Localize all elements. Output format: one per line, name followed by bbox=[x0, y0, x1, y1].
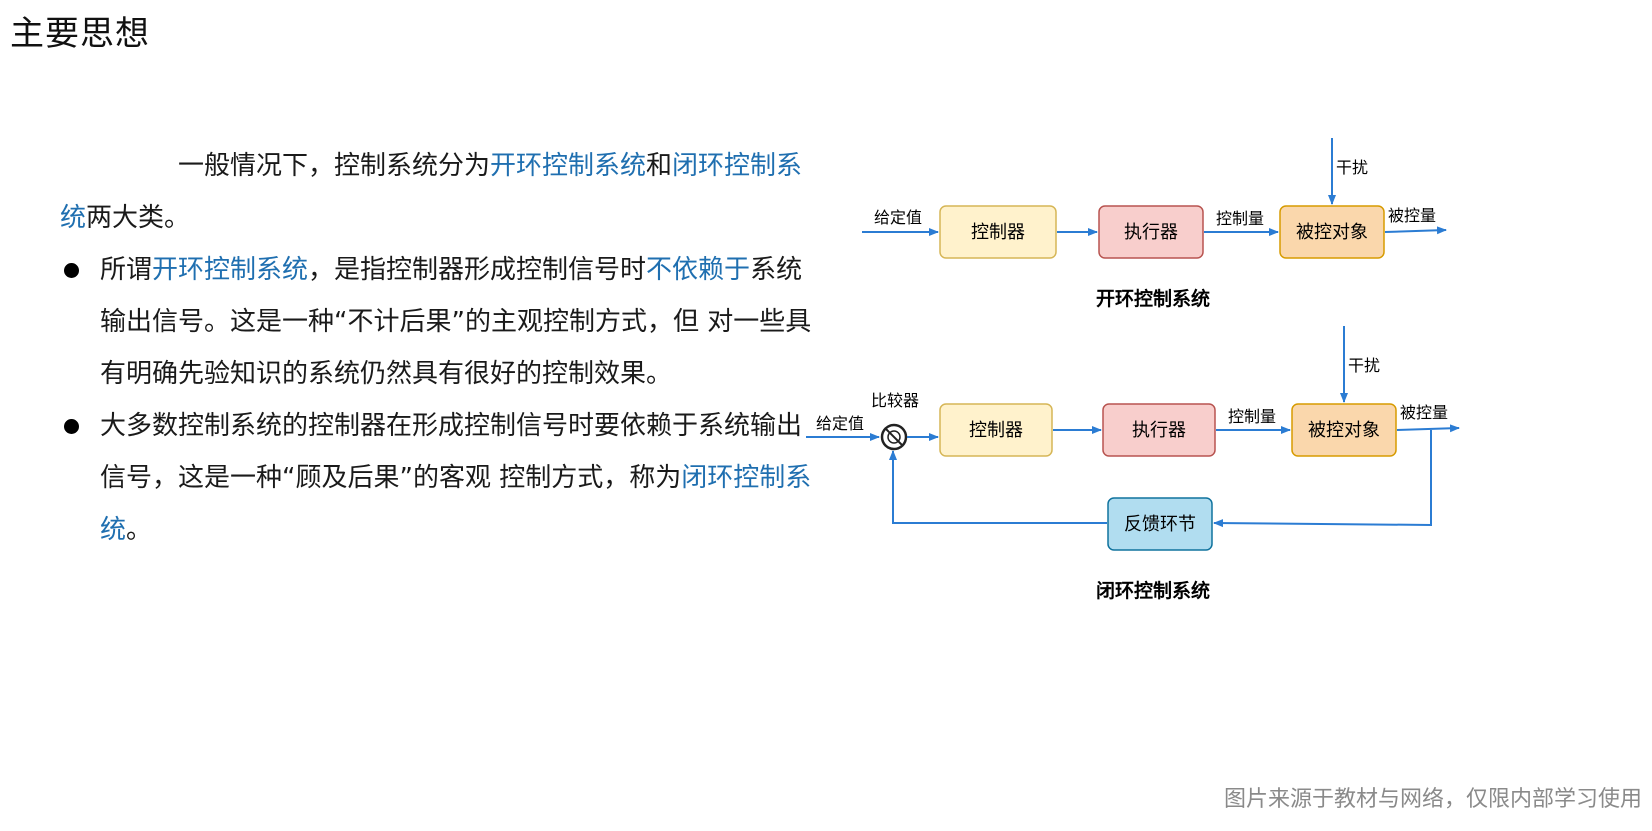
closed-output-label: 被控量 bbox=[1400, 403, 1448, 422]
text-run: 一般情况下，控制系统分为 bbox=[178, 151, 491, 181]
page-title: 主要思想 bbox=[10, 14, 150, 54]
bullet-closed-loop: 大多数控制系统的控制器在形成控制信号时要依赖于系统输出信号，这是一种“顾及后果”… bbox=[60, 400, 820, 556]
footer-note: 图片来源于教材与网络，仅限内部学习使用 bbox=[1223, 787, 1642, 812]
open-control-var-label: 控制量 bbox=[1216, 209, 1264, 228]
open-plant-label: 被控对象 bbox=[1296, 222, 1368, 243]
highlighted-term: 不依赖于 bbox=[646, 255, 751, 285]
text-run: 和 bbox=[646, 151, 673, 181]
open-output-arrow bbox=[1384, 226, 1447, 235]
feedback-label: 反馈环节 bbox=[1124, 514, 1196, 535]
open-disturbance-label: 干扰 bbox=[1336, 158, 1368, 177]
closed-control-var-label: 控制量 bbox=[1228, 407, 1276, 426]
closed-disturbance-label: 干扰 bbox=[1348, 356, 1380, 375]
main-text: 一般情况下，控制系统分为开环控制系统和闭环控制系统两大类。 所谓开环控制系统，是… bbox=[60, 140, 820, 556]
feedback-to-comparator-arrow bbox=[889, 450, 1107, 524]
open-actuator-block bbox=[1098, 205, 1204, 259]
open-loop-caption: 开环控制系统 bbox=[1096, 287, 1210, 310]
text-run: 系统输出信号。这是一种“不计后果”的主观控制方式，但 对一些具有明确先验知识的系… bbox=[100, 255, 812, 389]
text-run: ，是指控制器形成控制信号时 bbox=[308, 255, 647, 285]
closed-output-arrow bbox=[1396, 424, 1460, 433]
comparator-icon bbox=[880, 423, 908, 451]
highlighted-term: 闭环控制系统 bbox=[100, 463, 812, 545]
bullet-dot-icon bbox=[64, 419, 79, 434]
highlighted-term: 闭环控制系统 bbox=[60, 151, 803, 233]
open-controller-label: 控制器 bbox=[971, 222, 1025, 243]
open-controller-block bbox=[939, 205, 1057, 259]
bullet-dot-icon bbox=[64, 263, 79, 278]
open-output-label: 被控量 bbox=[1388, 206, 1436, 225]
closed-loop-diagram: 给定值 比较器 控制器 执行器 控制量 被控对象 干扰 被控量 反馈环节 闭环控… bbox=[806, 326, 1460, 602]
text-run: 所谓 bbox=[100, 255, 153, 285]
closed-plant-label: 被控对象 bbox=[1308, 420, 1380, 441]
feedback-return-arrow bbox=[1213, 430, 1432, 528]
closed-loop-caption: 闭环控制系统 bbox=[1096, 579, 1210, 602]
highlighted-term: 开环控制系统 bbox=[490, 151, 647, 181]
intro-paragraph: 一般情况下，控制系统分为开环控制系统和闭环控制系统两大类。 bbox=[60, 140, 820, 244]
highlighted-term: 开环控制系统 bbox=[152, 255, 309, 285]
comparator-label: 比较器 bbox=[871, 391, 919, 410]
bullet-open-loop-text: 所谓开环控制系统，是指控制器形成控制信号时不依赖于系统输出信号。这是一种“不计后… bbox=[100, 255, 811, 389]
bullet-closed-loop-text: 大多数控制系统的控制器在形成控制信号时要依赖于系统输出信号，这是一种“顾及后果”… bbox=[100, 411, 811, 545]
text-run: 两大类。 bbox=[86, 203, 191, 233]
closed-actuator-block bbox=[1102, 403, 1216, 457]
text-run: 大多数控制系统的控制器在形成控制信号时要依赖于系统输出信号，这是一种“顾及后果”… bbox=[100, 411, 803, 493]
closed-input-label: 给定值 bbox=[816, 414, 864, 433]
closed-actuator-label: 执行器 bbox=[1132, 420, 1186, 441]
open-actuator-label: 执行器 bbox=[1124, 222, 1178, 243]
closed-controller-label: 控制器 bbox=[969, 420, 1023, 441]
closed-plant-block bbox=[1291, 403, 1397, 457]
open-input-label: 给定值 bbox=[874, 208, 922, 227]
open-plant-block bbox=[1279, 205, 1385, 259]
closed-controller-block bbox=[939, 403, 1053, 457]
bullet-open-loop: 所谓开环控制系统，是指控制器形成控制信号时不依赖于系统输出信号。这是一种“不计后… bbox=[60, 244, 820, 400]
feedback-block bbox=[1107, 497, 1213, 551]
text-run: 。 bbox=[126, 515, 153, 545]
open-loop-diagram: 给定值 控制器 执行器 控制量 被控对象 干扰 被控量 开环控制系统 bbox=[862, 138, 1447, 310]
